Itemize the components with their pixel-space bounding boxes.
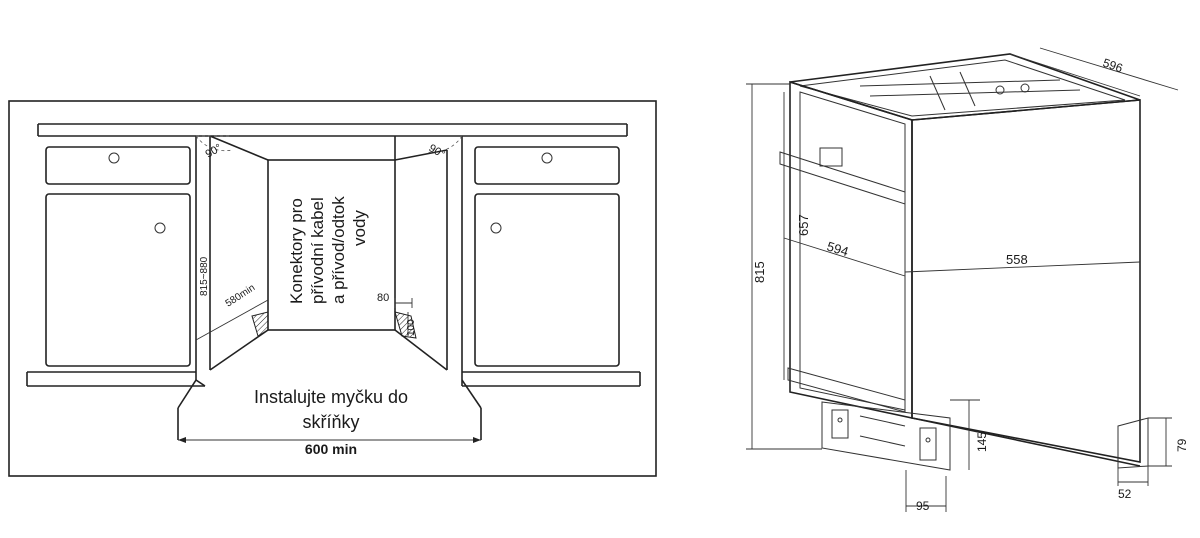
depth-min-label: 580min — [224, 282, 258, 309]
right-drawer-knob — [541, 152, 553, 164]
dim-front-height: 657 — [796, 214, 811, 236]
connector-width-label: 80 — [377, 292, 389, 304]
right-angle-label: 90° — [427, 142, 447, 161]
front-top-rail — [779, 151, 906, 205]
left-drawer — [45, 146, 191, 185]
plinth-bracket — [821, 401, 951, 471]
right-cabinet — [462, 146, 641, 387]
left-angle-label: 90° — [204, 142, 224, 161]
left-angle-arc — [195, 135, 233, 152]
installation-view: 90° 90° 580min 815~880 Konektory pro pří… — [8, 100, 657, 477]
dim-depth-line — [904, 261, 1141, 273]
left-door-knob — [154, 222, 166, 234]
left-connector-hatch — [251, 311, 269, 337]
connector-label-line-4: vody — [350, 210, 369, 246]
right-door — [474, 193, 620, 367]
dim-rear-height: 79 — [1175, 438, 1189, 452]
right-connector-hatch — [394, 311, 417, 339]
control-panel — [819, 147, 843, 167]
connector-label-line-1: Konektory pro — [287, 198, 306, 304]
install-label-line-1: Instalujte myčku do — [254, 387, 408, 407]
drawing-frame — [8, 100, 657, 477]
dim-plinth-height: 145 — [975, 432, 989, 452]
dim-height-total: 815 — [752, 261, 767, 283]
dishwasher-side-panel — [911, 99, 1141, 463]
dim-depth: 558 — [1006, 252, 1028, 267]
left-cabinet — [26, 146, 205, 387]
dim-front-width-line — [783, 237, 906, 277]
dim-rear-depth: 52 — [1118, 487, 1132, 501]
right-drawer — [474, 146, 620, 185]
left-drawer-knob — [108, 152, 120, 164]
dishwasher-front-door — [789, 80, 913, 419]
connector-label: Konektory pro přívodní kabel a přívod/od… — [287, 196, 369, 304]
dim-width-top: 596 — [1101, 56, 1125, 76]
right-door-knob — [490, 222, 502, 234]
dim-front-width: 594 — [825, 239, 850, 260]
dim-width-top-line — [1039, 47, 1179, 91]
appliance-view: 596 815 657 594 558 145 95 79 52 — [746, 47, 1189, 513]
width-min-label: 600 min — [305, 441, 357, 457]
right-angle-arc — [425, 135, 463, 153]
install-label-line-2: skříňky — [302, 412, 359, 432]
height-range-label: 815~880 — [199, 256, 210, 296]
dim-foot-offset: 95 — [916, 499, 930, 513]
depth-dimension-line — [195, 299, 269, 341]
connector-height-label: 100 — [406, 319, 417, 336]
niche-back-wall — [267, 159, 396, 331]
connector-label-line-3: a přívod/odtok — [329, 196, 348, 304]
dishwasher-niche — [177, 135, 482, 440]
connector-label-line-2: přívodní kabel — [308, 197, 327, 304]
left-door — [45, 193, 191, 367]
